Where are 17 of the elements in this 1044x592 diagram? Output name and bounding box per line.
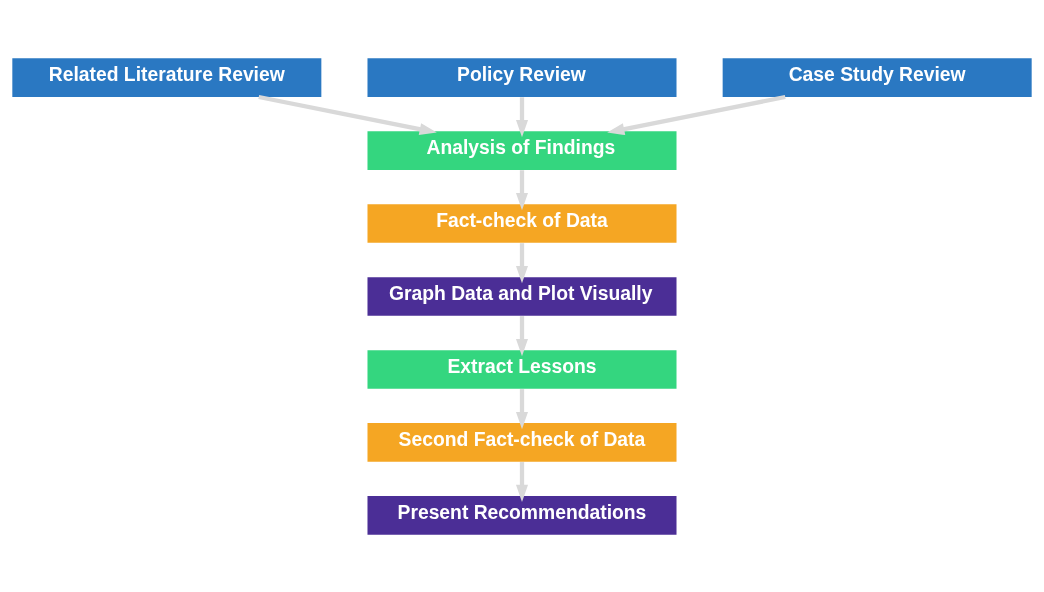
arrow: [515, 96, 529, 137]
node-box: Policy Review: [367, 57, 677, 97]
arrow: [515, 169, 529, 210]
node-box: Extract Lessons: [367, 349, 677, 389]
node-box: Case Study Review: [722, 57, 1032, 97]
node-box: Second Fact-check of Data: [367, 422, 677, 462]
arrow: [515, 388, 529, 429]
arrow: [258, 94, 437, 135]
arrow: [515, 315, 529, 356]
arrow: [515, 461, 529, 502]
node-box: Graph Data and Plot Visually: [367, 276, 677, 316]
node-box: Related Literature Review: [12, 57, 322, 97]
arrow: [607, 94, 786, 135]
node-box: Analysis of Findings: [367, 130, 677, 170]
node-box: Fact-check of Data: [367, 203, 677, 243]
node-box: Present Recommendations: [367, 495, 677, 535]
arrow: [515, 242, 529, 283]
